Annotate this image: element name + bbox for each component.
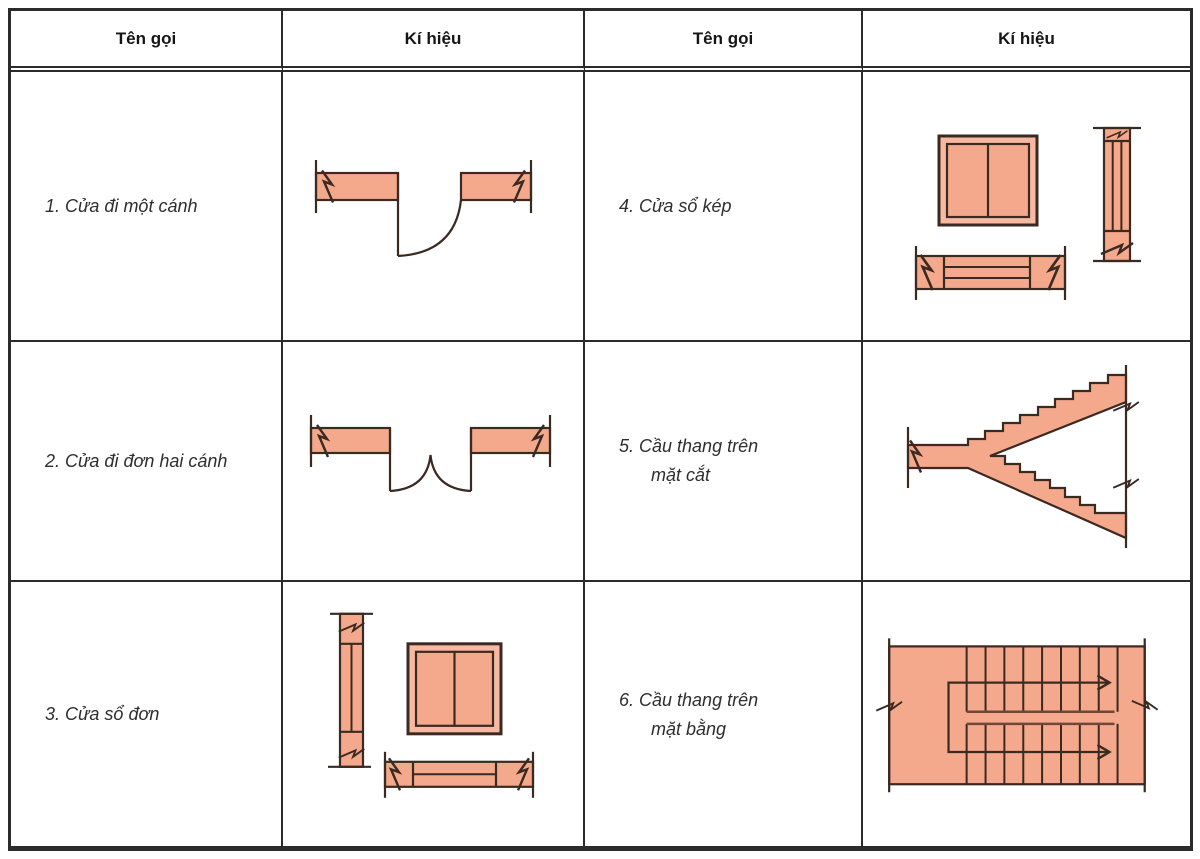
window-single-symbol	[328, 612, 535, 798]
door-double-leaf-symbol	[309, 415, 552, 493]
header-cell-name-left: Tên gọi	[11, 11, 283, 72]
stair-flights-shape	[906, 373, 1128, 540]
header-cell-symbol-right: Kí hiệu	[863, 11, 1190, 72]
wall-segment-horizontal	[914, 254, 1067, 291]
name-cell-window-single: 3. Cửa sổ đơn	[11, 582, 283, 848]
symbol-label: 4. Cửa sổ kép	[619, 195, 732, 216]
wall-segment-vertical	[1102, 126, 1132, 263]
tread-lines-upper-flight	[965, 646, 1119, 712]
symbol-label-line2: mặt cắt	[651, 465, 711, 485]
symbol-cell-stair-plan	[863, 582, 1190, 848]
stair-plan-symbol	[875, 638, 1159, 793]
door-swing-arc	[397, 199, 463, 258]
symbol-cell-window-single	[283, 582, 585, 848]
tread-lines-lower-flight	[965, 723, 1119, 785]
symbol-cell-door-double	[283, 342, 585, 582]
stair-section-symbol	[906, 365, 1140, 548]
header-label: Kí hiệu	[404, 28, 462, 48]
symbol-cell-door-single	[283, 72, 585, 342]
wall-segment	[314, 171, 400, 202]
symbol-label: 1. Cửa đi một cánh	[45, 195, 198, 216]
symbol-cell-window-double	[863, 72, 1190, 342]
stair-plan-body	[888, 645, 1146, 786]
header-label: Kí hiệu	[998, 28, 1055, 48]
header-label: Tên gọi	[115, 28, 177, 48]
name-cell-window-double: 4. Cửa sổ kép	[585, 72, 863, 342]
symbols-table: Tên gọi Kí hiệu Tên gọi Kí hiệu 1. Cửa đ…	[8, 8, 1193, 851]
header-cell-symbol-left: Kí hiệu	[283, 11, 585, 72]
name-cell-stair-section: 5. Cầu thang trên mặt cắt	[585, 342, 863, 582]
symbol-label: 3. Cửa sổ đơn	[45, 704, 160, 725]
symbol-label: 2. Cửa đi đơn hai cánh	[45, 450, 228, 471]
door-swing-arcs	[389, 454, 472, 493]
name-cell-stair-plan: 6. Cầu thang trên mặt bằng	[585, 582, 863, 848]
header-label: Tên gọi	[692, 28, 754, 48]
door-single-leaf-symbol	[314, 160, 533, 258]
symbol-label: 5. Cầu thang trên	[619, 436, 759, 457]
walk-line	[947, 681, 1110, 754]
name-cell-door-single: 1. Cửa đi một cánh	[11, 72, 283, 342]
header-cell-name-right: Tên gọi	[585, 11, 863, 72]
window-double-symbol	[914, 126, 1141, 300]
symbol-label-line2: mặt bằng	[651, 718, 727, 739]
symbol-cell-stair-section	[863, 342, 1190, 582]
symbol-label: 6. Cầu thang trên	[619, 690, 759, 710]
name-cell-door-double: 2. Cửa đi đơn hai cánh	[11, 342, 283, 582]
